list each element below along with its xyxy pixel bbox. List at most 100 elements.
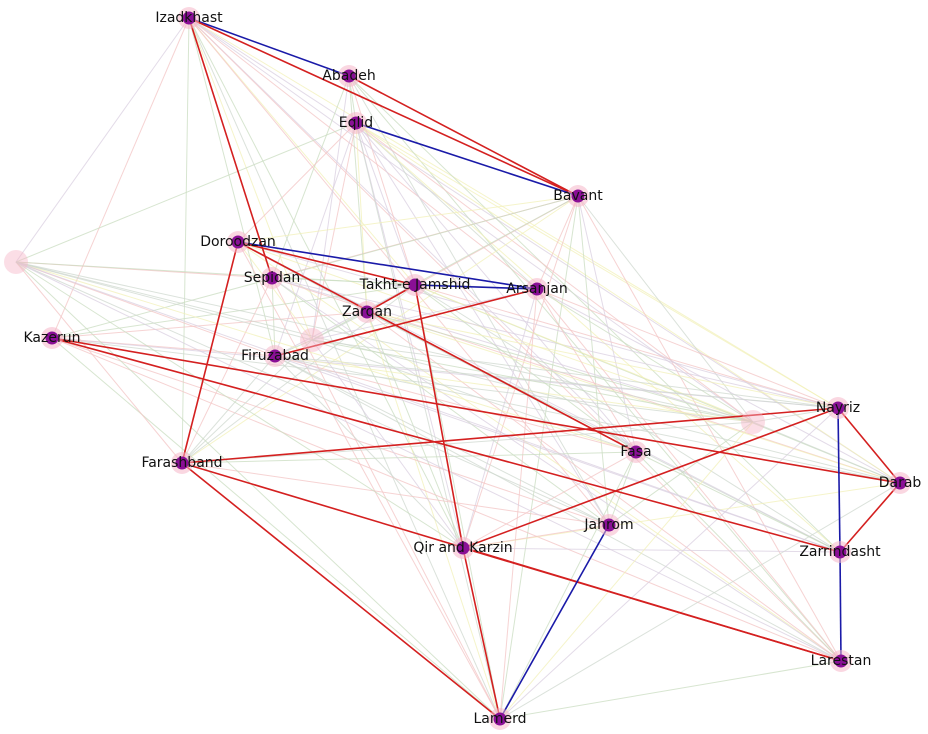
edge-doroodzan-arsanjan	[237, 241, 538, 290]
node-nayriz	[831, 401, 845, 415]
background-edge	[311, 122, 357, 341]
background-edge	[274, 355, 839, 409]
node-doroodzan	[231, 235, 245, 249]
node-label-zarrindasht: Zarrindasht	[799, 544, 881, 560]
edge-farashband-lamerd	[181, 462, 501, 720]
background-edge	[15, 17, 190, 263]
edge-jahrom-lamerd	[499, 524, 610, 720]
background-edge	[462, 451, 637, 549]
background-edge	[348, 75, 416, 286]
edge-kazerun-darab	[51, 337, 901, 484]
node-label-firuzabad: Firuzabad	[241, 348, 309, 364]
background-edge	[271, 75, 350, 279]
background-edge	[237, 122, 357, 243]
edge-takht-qirkarzin	[414, 284, 464, 549]
background-edge	[366, 311, 464, 549]
background-edge	[414, 284, 839, 409]
background-edge	[499, 482, 901, 720]
node-label-sepidan: Sepidan	[244, 270, 301, 286]
background-edge	[355, 122, 538, 290]
background-edge	[51, 337, 610, 526]
node-halo	[741, 410, 765, 434]
background-edge	[181, 421, 754, 464]
background-edge	[355, 122, 754, 423]
background-edge	[462, 288, 538, 549]
node-qirkarzin	[456, 541, 470, 555]
edge-doroodzan-takht	[237, 241, 416, 286]
background-edge	[188, 17, 842, 662]
background-edge	[181, 339, 313, 464]
node-label-bavanat: Bavant	[553, 188, 603, 204]
background-edge	[271, 277, 610, 526]
node-lamerd	[493, 712, 507, 726]
background-edge	[499, 421, 754, 720]
background-edge	[499, 451, 637, 720]
background-edge	[15, 261, 464, 549]
background-edge	[237, 241, 501, 720]
background-edge	[366, 311, 901, 484]
background-edge	[348, 75, 841, 553]
background-edge	[15, 261, 501, 720]
node-halo	[300, 328, 324, 352]
background-edge	[752, 407, 839, 423]
background-edge	[188, 17, 416, 286]
background-edge	[181, 277, 273, 464]
node-label-abadeh: Abadeh	[322, 68, 375, 84]
background-edge	[577, 195, 637, 453]
background-edge	[536, 288, 637, 453]
background-edge	[15, 261, 901, 484]
background-edge	[414, 284, 841, 553]
background-edge	[188, 17, 637, 453]
node-farashband	[175, 456, 189, 470]
background-edge	[51, 17, 190, 339]
node-label-izadkhast: Izadkhast	[155, 10, 223, 26]
background-edge	[355, 122, 416, 286]
background-edge	[499, 660, 842, 720]
node-zarrindasht	[833, 545, 847, 559]
background-edge	[414, 284, 754, 423]
node-kazerun	[45, 331, 59, 345]
background-edge	[15, 261, 841, 553]
background-edge	[271, 277, 754, 423]
edge-qirkarzin-larestan	[462, 547, 842, 662]
background-edge	[15, 261, 842, 662]
background-edge	[237, 195, 579, 243]
node-halo	[4, 250, 28, 274]
edge-takht-arsanjan	[414, 284, 538, 290]
background-edge	[271, 277, 276, 357]
node-izadkhast	[182, 11, 196, 25]
node-larestan	[834, 654, 848, 668]
node-label-jahrom: Jahrom	[583, 517, 633, 533]
node-label-larestan: Larestan	[811, 653, 872, 669]
edge-doroodzan-farashband	[181, 241, 239, 464]
node-eqlid	[349, 116, 363, 130]
edge-farashband-nayriz	[181, 407, 839, 464]
node-label-takht: Takht-e Jamshid	[359, 277, 471, 293]
node-label-lamerd: Lamerd	[473, 711, 526, 727]
node-label-zarqan: Zarqan	[342, 304, 392, 320]
background-edge	[355, 122, 839, 409]
background-edge	[536, 288, 839, 409]
background-edge	[181, 17, 190, 464]
edge-eqlid-bavanat	[355, 122, 579, 197]
background-edge	[635, 451, 842, 662]
edge-qirkarzin-lamerd	[462, 547, 501, 720]
background-edge	[51, 337, 842, 662]
edge-zarrindasht-larestan	[839, 551, 842, 662]
node-label-doroodzan: Doroodzan	[200, 234, 276, 250]
background-edge	[462, 547, 841, 553]
background-edge	[366, 311, 839, 409]
background-edge	[274, 284, 416, 357]
background-edge	[366, 311, 754, 423]
node-jahrom	[602, 518, 616, 532]
node-label-farashband: Farashband	[141, 455, 222, 471]
background-edge	[499, 288, 538, 720]
background-edge	[51, 195, 579, 339]
background-edge	[188, 17, 313, 341]
node-abadeh	[342, 69, 356, 83]
strong-edges	[51, 17, 901, 720]
background-edge	[274, 122, 357, 357]
background-edge	[366, 311, 501, 720]
node-zarqan	[360, 305, 374, 319]
background-edge	[752, 421, 901, 484]
